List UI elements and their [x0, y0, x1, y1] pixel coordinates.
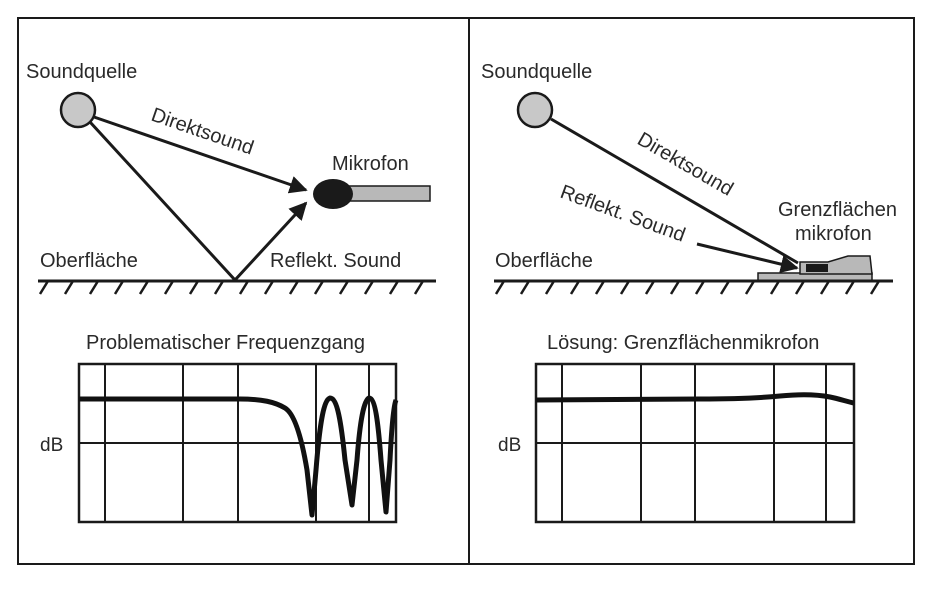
hatch-mark [113, 280, 125, 295]
left-surface-label: Oberfläche [40, 250, 138, 272]
hatch-mark [388, 280, 400, 295]
left-ground-hatch [38, 280, 425, 295]
right-mic-label-line1: Grenzflächen [778, 199, 897, 221]
hatch-mark [694, 280, 706, 295]
right-panel: Soundquelle Direktsound Reflekt. Sound G… [481, 61, 897, 524]
hatch-mark [519, 280, 531, 295]
right-sound-source-icon [516, 91, 554, 129]
right-source-label: Soundquelle [481, 61, 592, 83]
hatch-mark [163, 280, 175, 295]
left-source-label: Soundquelle [26, 61, 137, 83]
left-reflected-label: Reflekt. Sound [270, 250, 401, 272]
right-panel-frame [468, 17, 915, 565]
hatch-mark [819, 280, 831, 295]
left-mic-label: Mikrofon [332, 153, 409, 175]
left-mic-body [347, 185, 431, 202]
hatch-mark [238, 280, 250, 295]
hatch-mark [744, 280, 756, 295]
hatch-mark [494, 280, 506, 295]
left-panel: Soundquelle Direktsound Mikrofon Oberflä… [26, 61, 436, 524]
hatch-mark [288, 280, 300, 295]
right-ground-hatch [494, 280, 881, 295]
hatch-mark [844, 280, 856, 295]
left-direct-label: Direktsound [148, 104, 256, 160]
left-frequency-response-curve [79, 395, 399, 518]
hatch-mark [869, 280, 881, 295]
right-chart-ylabel: dB [498, 435, 521, 456]
right-mic-label-line2: mikrofon [795, 223, 872, 245]
hatch-mark [88, 280, 100, 295]
hatch-mark [794, 280, 806, 295]
hatch-mark [569, 280, 581, 295]
right-direct-sound-line [550, 117, 799, 265]
hatch-mark [719, 280, 731, 295]
right-boundary-mic-icon [757, 255, 873, 282]
hatch-mark [594, 280, 606, 295]
hatch-mark [769, 280, 781, 295]
hatch-mark [138, 280, 150, 295]
right-frequency-response-curve [535, 392, 855, 406]
hatch-mark [213, 280, 225, 295]
hatch-mark [38, 280, 50, 295]
hatch-mark [363, 280, 375, 295]
right-reflected-label: Reflekt. Sound [557, 181, 688, 247]
right-direct-label: Direktsound [634, 128, 737, 200]
right-reflected-sound-arrow [696, 242, 799, 273]
left-direct-sound-arrow [93, 115, 308, 194]
hatch-mark [619, 280, 631, 295]
left-chart-title: Problematischer Frequenzgang [86, 332, 365, 354]
hatch-mark [263, 280, 275, 295]
hatch-mark [188, 280, 200, 295]
right-chart-grid [536, 364, 854, 522]
hatch-mark [669, 280, 681, 295]
left-sound-source-icon [59, 91, 97, 129]
right-chart-title: Lösung: Grenzflächenmikrofon [547, 332, 819, 354]
hatch-mark [644, 280, 656, 295]
hatch-mark [338, 280, 350, 295]
hatch-mark [63, 280, 75, 295]
left-mic-head-icon [313, 179, 353, 209]
right-surface-label: Oberfläche [495, 250, 593, 272]
hatch-mark [413, 280, 425, 295]
hatch-mark [544, 280, 556, 295]
left-chart-ylabel: dB [40, 435, 63, 456]
hatch-mark [313, 280, 325, 295]
